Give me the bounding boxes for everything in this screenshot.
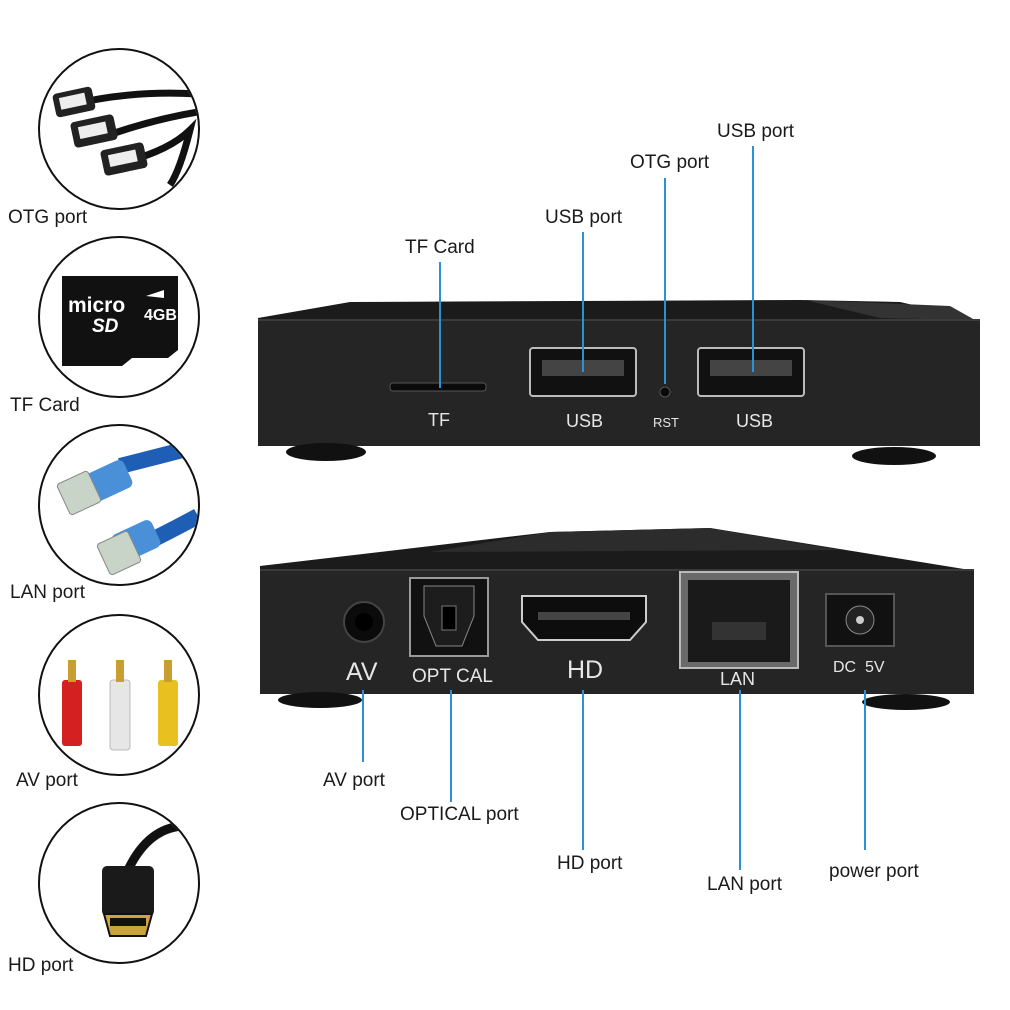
leader-usb-left [582,232,584,372]
card-brand-sd: SD [92,316,119,337]
optical-printed-label: OPT CAL [412,666,493,687]
tf-card-illustration: micro SD 4GB [38,236,200,398]
av-cable-illustration [38,614,200,776]
dc-printed-label: DC 5V [833,659,885,676]
otg-port-label: OTG port [8,207,88,228]
callout-hd-port: HD port [557,853,623,874]
tf-slot [389,382,487,392]
leader-lan [739,690,741,870]
device-side-panel [258,300,980,465]
usb-right-printed-label: USB [736,411,774,431]
leader-usb-right [752,146,754,372]
microsd-card-icon: micro SD 4GB [62,276,178,366]
callout-usb-port-left: USB port [545,207,623,228]
callout-av-port: AV port [323,770,385,791]
reset-button [659,386,671,398]
callout-usb-port-right: USB port [717,121,795,142]
callout-optical-port: OPTICAL port [400,804,519,825]
callout-tf-card: TF Card [405,237,475,258]
usb-left-printed-label: USB [566,411,604,431]
lan-port-label: LAN port [10,582,85,603]
callout-power-port: power port [829,861,919,882]
leader-power [864,690,866,850]
leader-hd [582,690,584,850]
hd-printed-label: HD [567,656,604,684]
leader-av [362,690,364,762]
av-port-label: AV port [16,770,78,791]
card-brand-micro: micro [68,294,125,317]
lan-printed-label: LAN [720,669,756,689]
ethernet-cable-icon [56,438,198,576]
av-printed-label: AV [346,658,378,686]
callout-lan-port: LAN port [707,874,782,895]
hdmi-cable-icon [102,821,191,937]
hd-port-label: HD port [8,955,74,976]
tf-card-label: TF Card [10,395,80,416]
otg-cable-icon [52,86,198,187]
lan-cable-illustration [38,424,200,586]
rst-printed-label: RST [653,415,679,430]
otg-cable-illustration [38,48,200,210]
hd-cable-illustration [38,802,200,964]
leader-otg [664,178,666,384]
leader-optical [450,690,452,802]
leader-tf-card [439,262,441,388]
callout-otg-port: OTG port [630,152,710,173]
tf-printed-label: TF [428,410,450,430]
card-capacity: 4GB [144,307,177,324]
device-rear-panel [260,528,974,710]
rca-cable-icon [62,660,178,751]
